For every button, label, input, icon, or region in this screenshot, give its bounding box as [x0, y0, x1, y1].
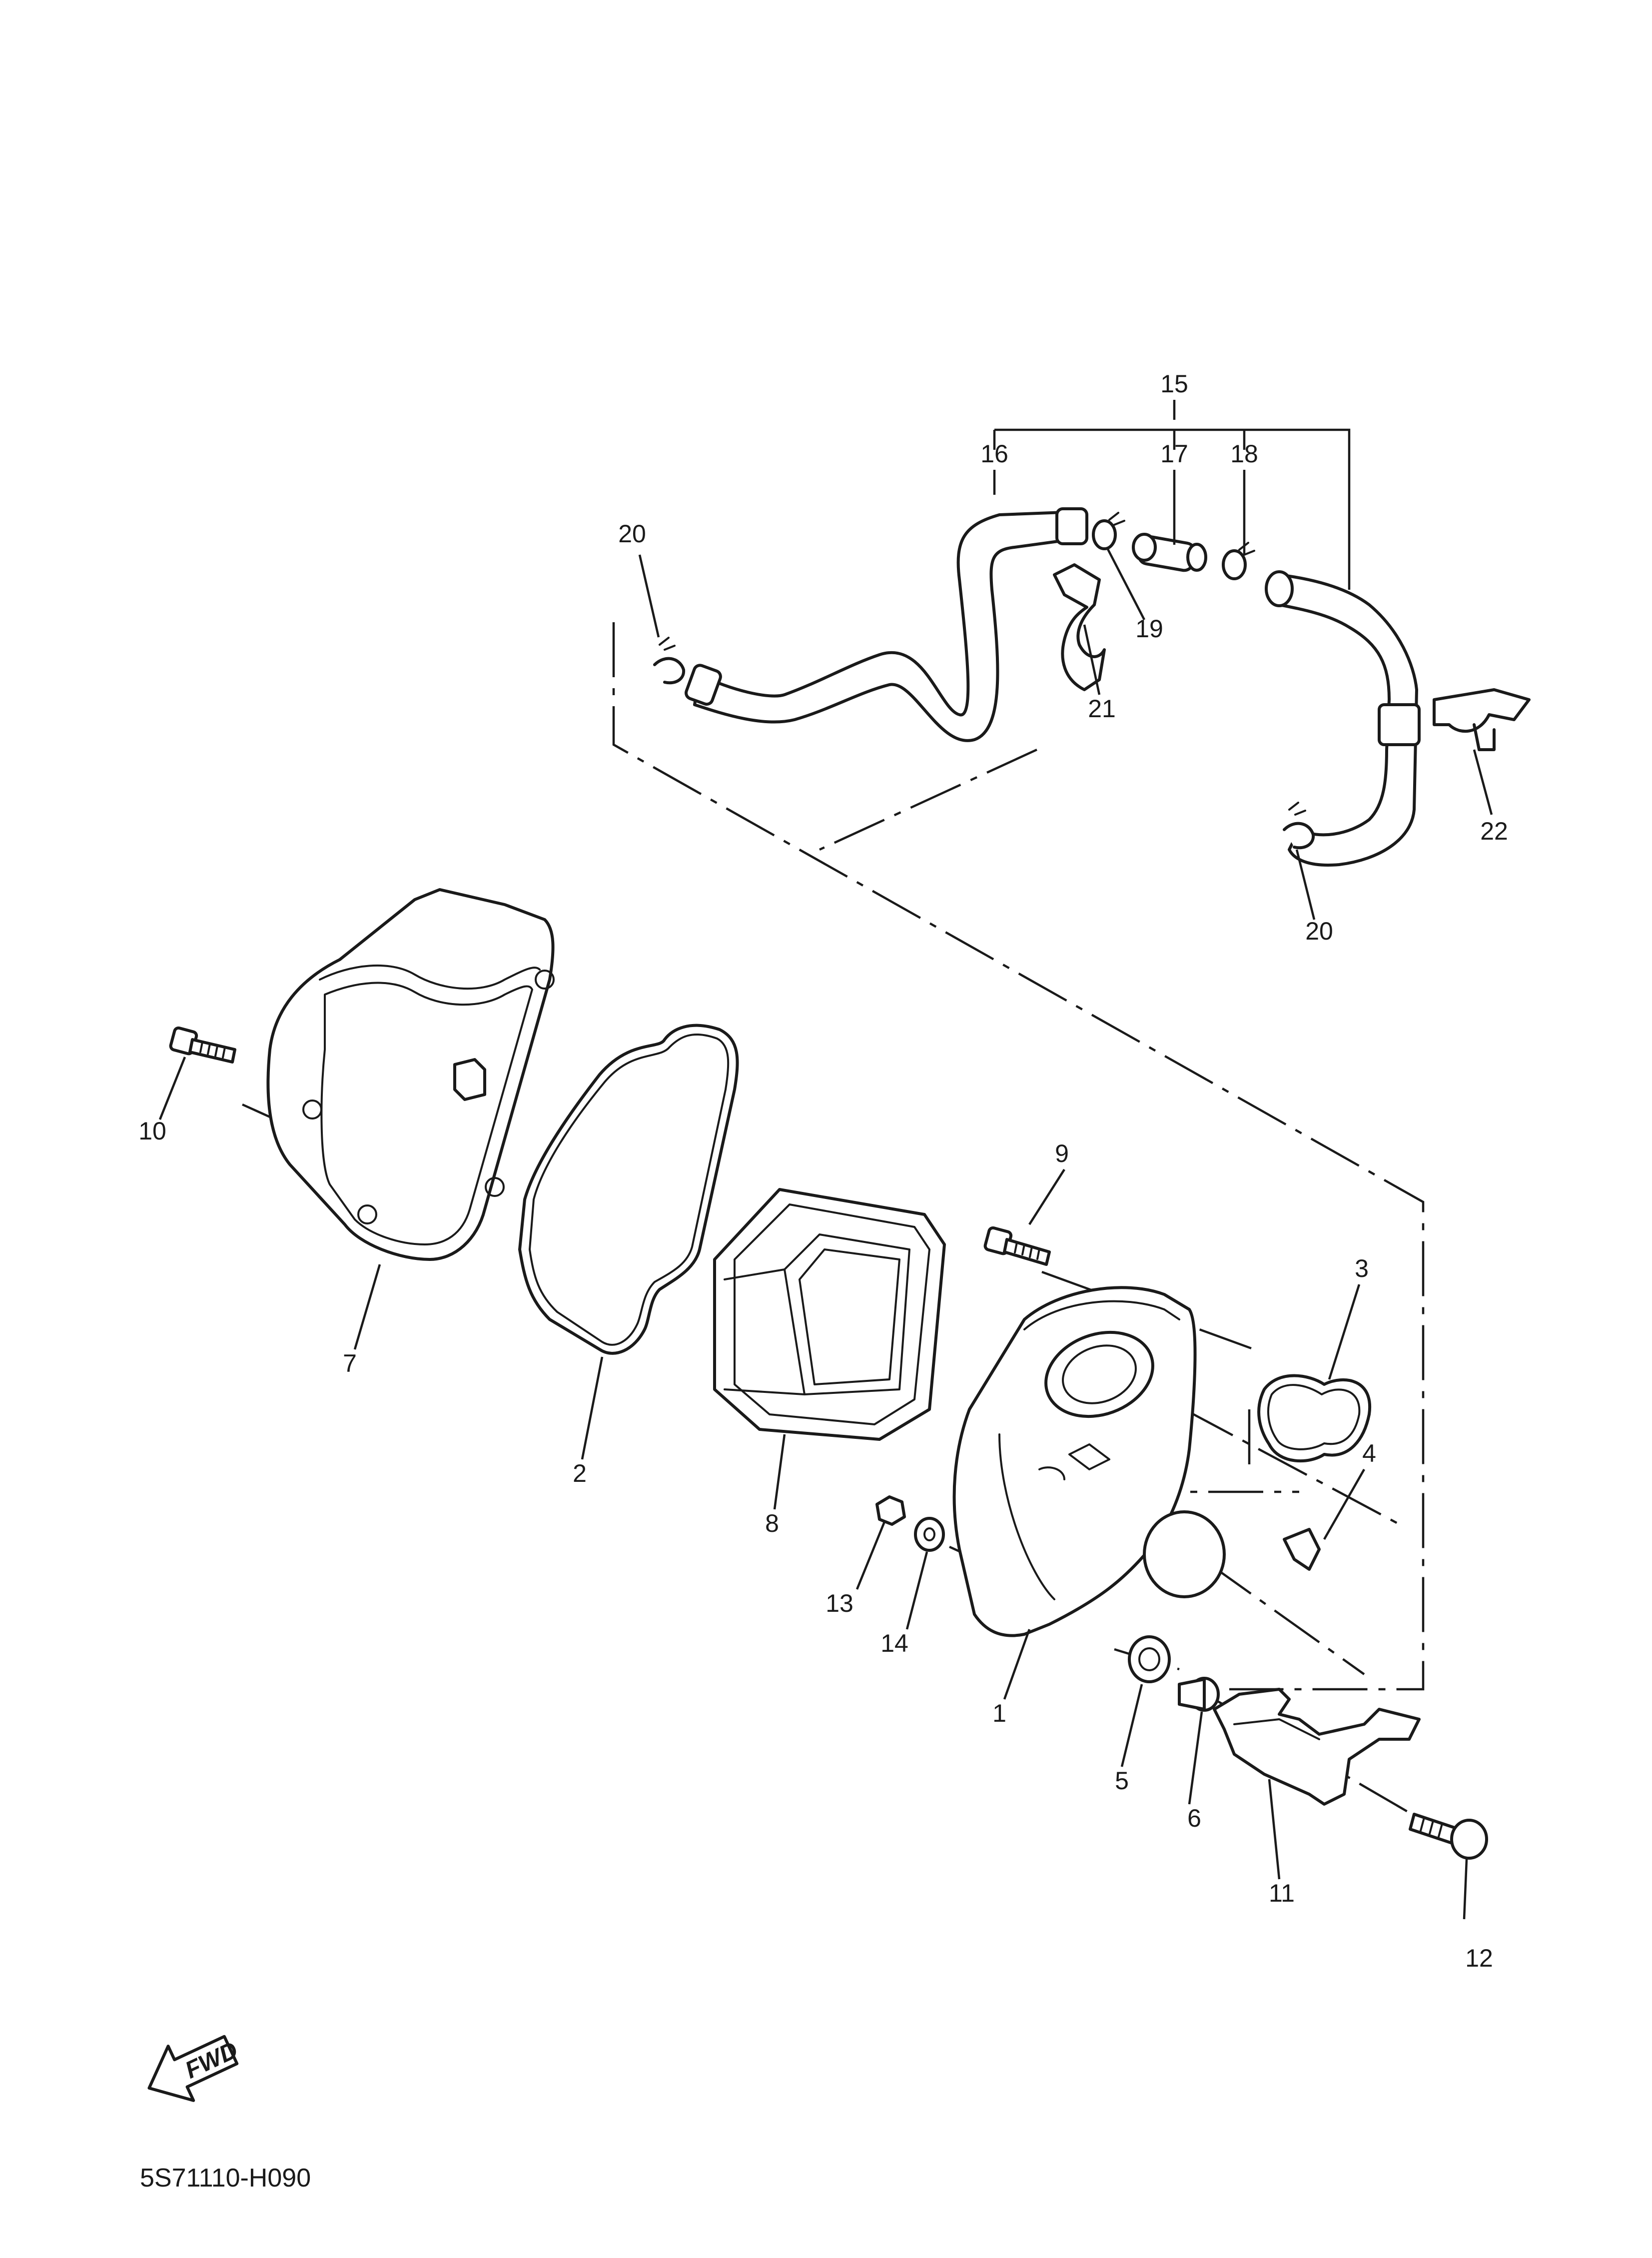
leader-lines [158, 400, 1493, 1920]
callout-3: 3 [1355, 1254, 1369, 1282]
callout-21: 21 [1088, 695, 1116, 723]
gasket-3 [1257, 1374, 1372, 1463]
callout-15: 15 [1160, 370, 1188, 398]
hose-sleeve [1378, 703, 1421, 746]
callout-22: 22 [1480, 817, 1508, 845]
bolt-12 [1409, 1813, 1488, 1860]
callout-12: 12 [1465, 1944, 1493, 1972]
damper-5 [1128, 1635, 1171, 1683]
breather-hose-assembly [653, 507, 1531, 867]
element-8 [713, 1188, 946, 1441]
collar-6 [1178, 1677, 1220, 1712]
clip-18 [1222, 549, 1247, 580]
nut-13 [875, 1495, 906, 1526]
washer-14 [914, 1517, 945, 1552]
callout-17: 17 [1160, 440, 1188, 468]
clip-19 [1092, 519, 1117, 550]
bolt-10 [169, 1026, 236, 1064]
callout-11: 11 [1269, 1879, 1295, 1907]
callout-10: 10 [138, 1117, 166, 1145]
callout-20-right: 20 [1305, 917, 1333, 945]
joint-4 [1283, 1528, 1321, 1571]
callout-7: 7 [343, 1349, 357, 1377]
hose-end-left [685, 664, 722, 706]
air-filter-case-1 [952, 1286, 1226, 1637]
bracket-11 [1213, 1688, 1421, 1806]
callout-numbers: 15 16 17 18 20 19 21 22 20 10 9 3 7 4 2 … [138, 370, 1508, 1972]
callout-16: 16 [980, 440, 1008, 468]
fwd-arrow-icon: FWD [147, 2035, 242, 2102]
callout-2: 2 [573, 1459, 587, 1487]
callout-19: 19 [1135, 615, 1163, 643]
holder-21 [1053, 563, 1106, 691]
callout-14: 14 [880, 1629, 908, 1657]
callout-6: 6 [1187, 1804, 1201, 1832]
clip-20-left [653, 657, 686, 685]
bolt-9 [983, 1226, 1051, 1266]
callout-8: 8 [765, 1509, 779, 1537]
diagram-code: 5S71110-H090 [140, 2164, 311, 2193]
clip-20-right [1283, 822, 1315, 850]
callout-13: 13 [826, 1589, 853, 1617]
callout-18: 18 [1230, 440, 1258, 468]
hose-end-right [1055, 507, 1088, 545]
callout-9: 9 [1055, 1139, 1069, 1167]
holder-22 [1433, 688, 1531, 751]
hose-right-end [1265, 570, 1294, 607]
breather-hose-right [1278, 573, 1418, 867]
callout-4: 4 [1362, 1439, 1376, 1467]
gasket-2 [518, 1024, 739, 1355]
callout-5: 5 [1115, 1767, 1129, 1795]
callout-20-left: 20 [618, 520, 646, 548]
breather-hose-16 [693, 511, 1071, 742]
joint-17 [1132, 533, 1207, 572]
callout-1: 1 [992, 1699, 1006, 1727]
case-cover-7 [266, 888, 555, 1261]
